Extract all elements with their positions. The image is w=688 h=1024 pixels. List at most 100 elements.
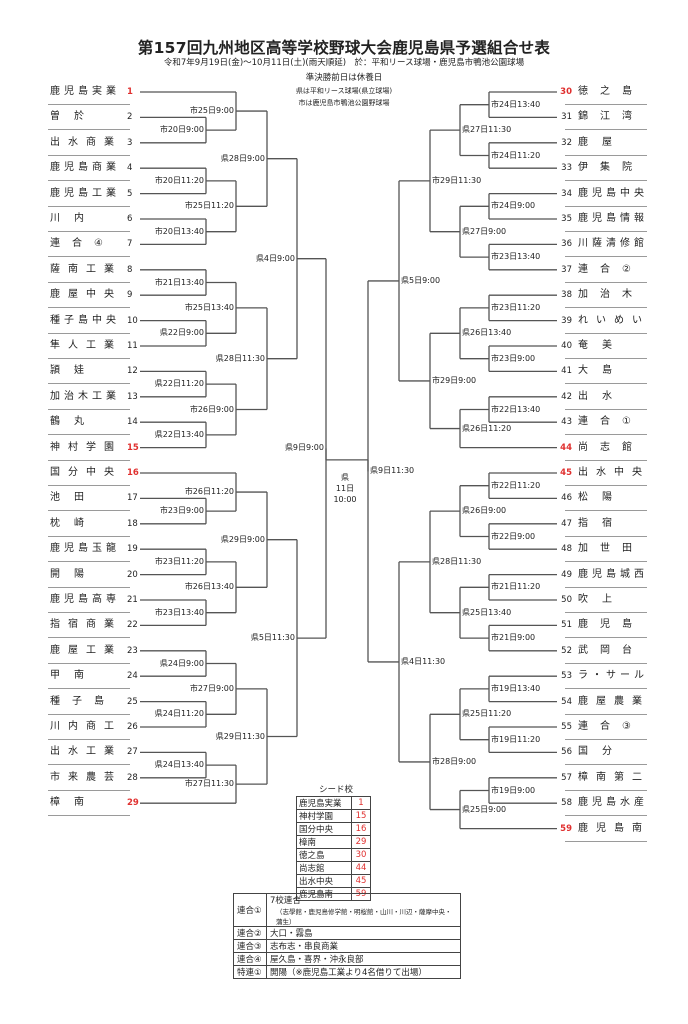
legend-key: 連合②	[233, 926, 267, 940]
team-number: 44	[560, 442, 572, 453]
team-name: 開陽	[50, 568, 98, 580]
team-number: 23	[127, 645, 138, 656]
row-separator	[48, 332, 130, 334]
row-separator	[565, 789, 647, 791]
team-name: 樟南	[50, 797, 98, 809]
match-label: 市29日9:00	[431, 375, 478, 386]
team-name: 川内	[50, 213, 98, 224]
row-separator	[48, 358, 130, 359]
team-number: 8	[127, 264, 133, 275]
seed-school-name: 出水中央	[296, 874, 352, 888]
team-number: 35	[561, 214, 572, 224]
legend-value: 開陽（※鹿児島工業より4名借りて出場）	[270, 968, 427, 978]
seed-number: 45	[351, 874, 371, 888]
team-number: 5	[127, 188, 133, 199]
row-separator	[565, 612, 647, 613]
seed-number: 16	[351, 822, 371, 836]
seed-school-name: 徳之島	[296, 848, 352, 862]
team-name: 甲南	[50, 670, 98, 682]
team-name: 国分	[578, 746, 626, 758]
team-number: 29	[127, 798, 139, 809]
team-number: 57	[561, 772, 572, 783]
row-separator	[565, 231, 647, 232]
legend-subtext: （志學館・鹿児島修学館・明桜館・山川・川辺・薩摩中央・蒲生）	[276, 908, 452, 926]
final-date: 11日	[335, 484, 355, 493]
team-name: 大島	[578, 365, 626, 377]
seed-number: 1	[351, 796, 371, 810]
team-name: 加世田	[578, 543, 644, 555]
team-name: 種子島	[50, 695, 116, 707]
row-separator	[48, 104, 130, 105]
team-name: 枕崎	[50, 517, 98, 529]
team-name: 鹿児島玉龍	[50, 543, 120, 555]
legend-value-cell: 開陽（※鹿児島工業より4名借りて出場）	[266, 965, 461, 979]
team-number: 49	[561, 569, 572, 580]
row-separator	[48, 434, 130, 436]
row-separator	[48, 688, 130, 690]
team-number: 47	[561, 518, 572, 529]
team-number: 25	[127, 696, 138, 707]
team-name: 市来農芸	[50, 771, 122, 783]
venue-city-note: 市は鹿児島市鴨池公園野球場	[298, 99, 390, 107]
team-number: 13	[127, 391, 138, 402]
team-name: ラ・サール	[578, 670, 648, 682]
seed-school-name: 鹿児島実業	[296, 796, 352, 810]
final-venue: 県	[341, 473, 349, 482]
team-name: 加治木工業	[50, 390, 120, 402]
final-match: 県 11日 10:00	[330, 472, 360, 505]
match-label: 県22日9:00	[158, 328, 205, 339]
team-number: 56	[561, 747, 572, 758]
match-label: 市23日11:20	[490, 302, 542, 313]
row-separator	[48, 180, 130, 182]
row-separator	[565, 434, 647, 436]
team-name: 鹿児島情報	[578, 213, 648, 224]
match-label: 市19日9:00	[490, 785, 537, 796]
page-title: 第157回九州地区高等学校野球大会鹿児島県予選組合せ表	[137, 39, 551, 57]
match-label: 県25日11:20	[461, 709, 513, 720]
team-name: 鹿児島水産	[578, 797, 648, 809]
match-label: 市23日13:40	[490, 252, 542, 263]
match-label: 県26日11:20	[461, 423, 513, 434]
row-separator	[48, 256, 130, 258]
row-separator	[565, 764, 647, 766]
team-name: 池田	[50, 492, 98, 504]
match-label: 県9日11:30	[369, 466, 416, 477]
legend-key: 特連①	[233, 965, 267, 979]
team-name: 出水中央	[578, 467, 650, 478]
legend-value-cell: 志布志・串良商業	[266, 939, 461, 953]
legend-value: 大口・霧島	[270, 929, 313, 939]
match-label: 市24日9:00	[490, 201, 537, 212]
team-number: 48	[561, 544, 572, 555]
row-separator	[565, 256, 647, 258]
team-number: 4	[127, 163, 133, 174]
row-separator	[48, 764, 130, 766]
match-label: 市25日9:00	[188, 106, 235, 117]
team-number: 21	[127, 595, 138, 605]
row-separator	[48, 383, 130, 385]
match-label: 市23日11:20	[153, 556, 205, 567]
row-separator	[565, 205, 647, 207]
team-name: 武岡台	[578, 644, 644, 656]
seed-number: 30	[351, 848, 371, 862]
match-label: 県5日9:00	[400, 275, 442, 286]
row-separator	[565, 332, 647, 334]
seed-school-name: 国分中央	[296, 822, 352, 836]
match-label: 市26日9:00	[188, 404, 235, 415]
team-number: 3	[127, 137, 133, 148]
team-name: 種子島中央	[50, 314, 120, 326]
team-number: 43	[561, 417, 572, 428]
team-number: 45	[560, 468, 572, 478]
team-name: 出水	[578, 390, 626, 402]
row-separator	[565, 688, 647, 690]
row-separator	[48, 535, 130, 537]
match-label: 県28日11:30	[431, 556, 483, 567]
row-separator	[565, 840, 647, 842]
team-number: 28	[127, 772, 138, 783]
match-label: 市20日9:00	[158, 125, 205, 136]
team-name: 吹上	[578, 594, 626, 605]
team-name: 連合①	[578, 416, 643, 428]
